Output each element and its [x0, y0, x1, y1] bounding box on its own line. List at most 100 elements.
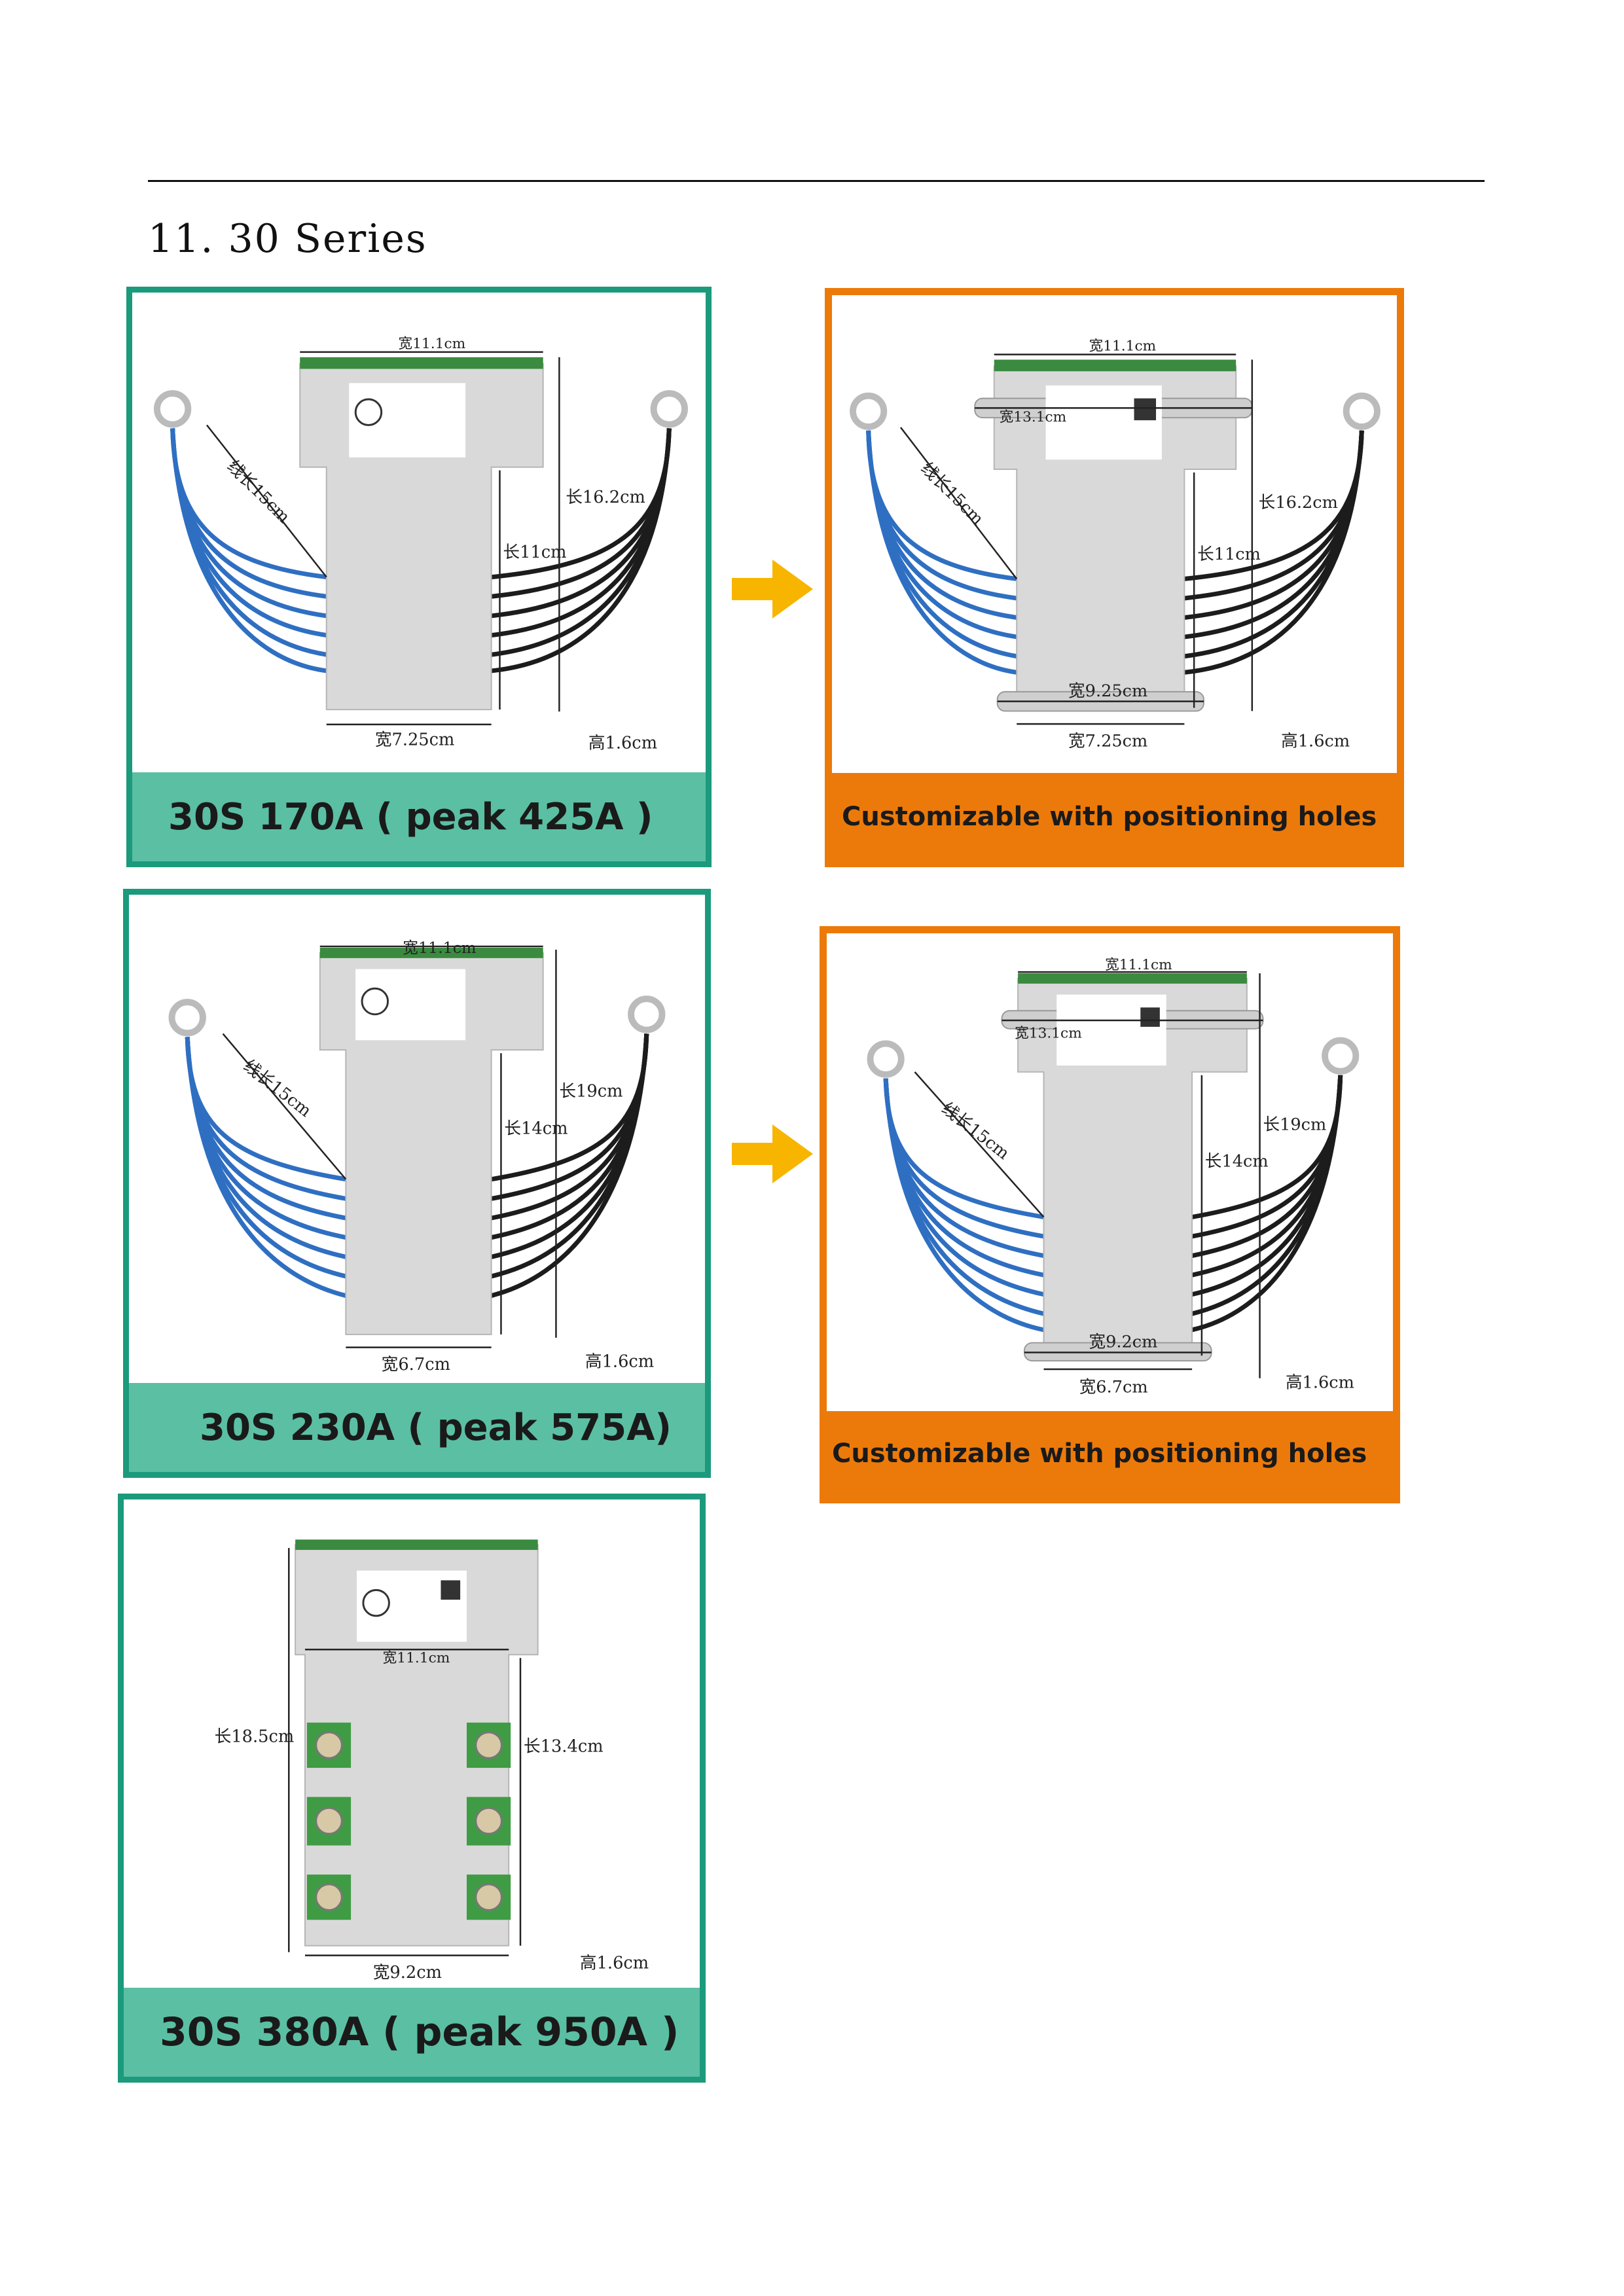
dim-wire-length: 线长15cm — [938, 1099, 1013, 1164]
product-image: 宽11.1cm 长18.5cm 长13.4cm 宽9.2cm 高1.6cm — [124, 1499, 700, 1988]
product-card-30s-170a: 宽11.1cm 线长15cm 长16.2cm 长11cm 宽7.25cm 高1.… — [126, 287, 712, 867]
dim-total-length: 长18.5cm — [215, 1727, 295, 1747]
board-label — [349, 383, 466, 457]
dim-wire-length: 线长15cm — [917, 459, 988, 529]
product-caption-bar: Customizable with positioning holes — [832, 773, 1397, 860]
terminal-screw-icons — [315, 1731, 503, 1911]
board-label — [1045, 385, 1162, 460]
bms-board-diagram: 宽11.1cm 线长15cm 长16.2cm 长11cm 宽7.25cm 高1.… — [153, 336, 688, 753]
product-caption-bar: 30S 230A ( peak 575A) — [129, 1383, 705, 1472]
logo-icon — [362, 1588, 390, 1617]
ring-terminal-right-icon — [628, 996, 666, 1033]
section-heading: 11. 30 Series — [148, 216, 427, 262]
product-card-custom-holes-2: 宽11.1cm 宽13.1cm 线长15cm 长19cm 长14cm 宽9.2c… — [820, 926, 1400, 1503]
board-label — [355, 969, 466, 1041]
ring-terminal-left-icon — [153, 390, 192, 428]
blue-wires — [866, 430, 1017, 675]
dim-hole-span: 宽13.1cm — [1015, 1026, 1082, 1042]
connector-strip — [319, 948, 543, 958]
dim-bottom-width: 宽7.25cm — [375, 730, 455, 750]
product-image: 宽11.1cm 宽13.1cm 线长15cm 长19cm 长14cm 宽9.2c… — [827, 933, 1393, 1411]
product-image: 宽11.1cm 宽13.1cm 线长15cm 长16.2cm 长11cm 宽9.… — [832, 295, 1397, 773]
product-image: 宽11.1cm 线长15cm 长19cm 长14cm 宽6.7cm 高1.6cm — [129, 895, 705, 1383]
qr-code-icon — [1140, 1007, 1160, 1027]
bms-board-diagram: 宽11.1cm 宽13.1cm 线长15cm 长16.2cm 长11cm 宽9.… — [850, 338, 1380, 751]
bms-board — [295, 1544, 539, 1946]
blue-wires — [185, 1037, 347, 1298]
product-card-30s-380a: 宽11.1cm 长18.5cm 长13.4cm 宽9.2cm 高1.6cm 30… — [118, 1494, 706, 2083]
dimension-lines — [914, 971, 1263, 1378]
black-wires — [491, 428, 672, 673]
board-label — [1056, 994, 1166, 1066]
ring-terminal-right-icon — [1343, 392, 1380, 430]
dim-body-length: 长11cm — [1197, 545, 1261, 564]
product-caption: 30S 230A ( peak 575A) — [200, 1406, 672, 1449]
dim-hole-width: 宽9.2cm — [1089, 1332, 1157, 1352]
dimension-lines — [288, 1548, 522, 1956]
bms-board-diagram: 宽11.1cm 宽13.1cm 线长15cm 长19cm 长14cm 宽9.2c… — [867, 957, 1360, 1397]
dim-top-width: 宽11.1cm — [398, 336, 465, 352]
dim-body-length: 长14cm — [504, 1119, 568, 1139]
dimension-lines — [899, 353, 1254, 725]
dim-top-width: 宽11.1cm — [383, 1650, 450, 1666]
dimension-lines — [222, 945, 557, 1348]
bms-board-diagram: 宽11.1cm 线长15cm 长19cm 长14cm 宽6.7cm 高1.6cm — [168, 939, 666, 1374]
ring-terminal-right-icon — [1322, 1037, 1360, 1075]
qr-code-icon — [1134, 398, 1157, 421]
ring-terminal-left-icon — [850, 392, 888, 430]
bms-board — [319, 952, 544, 1335]
dim-height: 高1.6cm — [588, 733, 657, 753]
blue-wires — [883, 1078, 1045, 1333]
connector-strip — [300, 357, 543, 369]
connector-strip — [994, 359, 1236, 372]
dim-total-length: 长19cm — [559, 1081, 623, 1101]
dimension-lines — [206, 351, 560, 726]
dim-bottom-width: 宽7.25cm — [1068, 732, 1147, 751]
product-caption: 30S 170A ( peak 425A ) — [168, 795, 653, 838]
dim-top-width: 宽11.1cm — [1105, 957, 1172, 973]
arrow-right-icon — [732, 560, 813, 619]
dim-top-width: 宽11.1cm — [403, 939, 476, 957]
ring-terminal-left-icon — [867, 1040, 905, 1078]
dim-bottom-width: 宽6.7cm — [382, 1355, 450, 1374]
ring-terminal-left-icon — [168, 999, 206, 1037]
dim-wire-length: 线长15cm — [223, 456, 294, 527]
dim-hole-span: 宽13.1cm — [1000, 409, 1067, 425]
product-card-30s-230a: 宽11.1cm 线长15cm 长19cm 长14cm 宽6.7cm 高1.6cm… — [123, 889, 711, 1478]
dim-bottom-width: 宽6.7cm — [1079, 1377, 1148, 1397]
header-rule — [148, 180, 1485, 182]
product-caption-bar: 30S 170A ( peak 425A ) — [132, 772, 706, 861]
qr-code-icon — [441, 1580, 461, 1600]
ring-terminal-right-icon — [650, 390, 688, 428]
product-caption-bar: Customizable with positioning holes — [827, 1411, 1393, 1496]
product-caption: 30S 380A ( peak 950A ) — [160, 2009, 679, 2055]
product-caption: Customizable with positioning holes — [832, 1439, 1367, 1469]
product-caption-bar: 30S 380A ( peak 950A ) — [124, 1988, 700, 2077]
arrow-right-icon — [732, 1124, 813, 1183]
dim-top-width: 宽11.1cm — [1089, 338, 1157, 355]
dim-body-length: 长13.4cm — [524, 1736, 604, 1756]
connector-strip — [1018, 973, 1247, 984]
bms-board-diagram: 宽11.1cm 长18.5cm 长13.4cm 宽9.2cm 高1.6cm — [215, 1539, 649, 1982]
dim-height: 高1.6cm — [1281, 732, 1350, 751]
dim-total-length: 长16.2cm — [566, 488, 645, 507]
dim-height: 高1.6cm — [580, 1953, 649, 1973]
dim-wire-length: 线长15cm — [240, 1056, 315, 1121]
product-image: 宽11.1cm 线长15cm 长16.2cm 长11cm 宽7.25cm 高1.… — [132, 293, 706, 772]
blue-wires — [170, 428, 327, 673]
connector-strip — [295, 1539, 538, 1551]
dim-height: 高1.6cm — [1286, 1373, 1354, 1393]
product-caption: Customizable with positioning holes — [842, 801, 1377, 832]
black-wires — [1191, 1075, 1343, 1333]
logo-icon — [361, 987, 389, 1016]
product-card-custom-holes-1: 宽11.1cm 宽13.1cm 线长15cm 长16.2cm 长11cm 宽9.… — [825, 288, 1404, 867]
logo-icon — [354, 398, 383, 426]
dim-bottom-width: 宽9.2cm — [373, 1963, 442, 1982]
dim-total-length: 长19cm — [1263, 1115, 1326, 1134]
black-wires — [1183, 430, 1364, 675]
black-wires — [490, 1033, 649, 1298]
dim-body-length: 长14cm — [1205, 1152, 1269, 1172]
dim-hole-width: 宽9.25cm — [1068, 681, 1147, 701]
dim-height: 高1.6cm — [585, 1352, 654, 1371]
dim-total-length: 长16.2cm — [1259, 493, 1338, 512]
